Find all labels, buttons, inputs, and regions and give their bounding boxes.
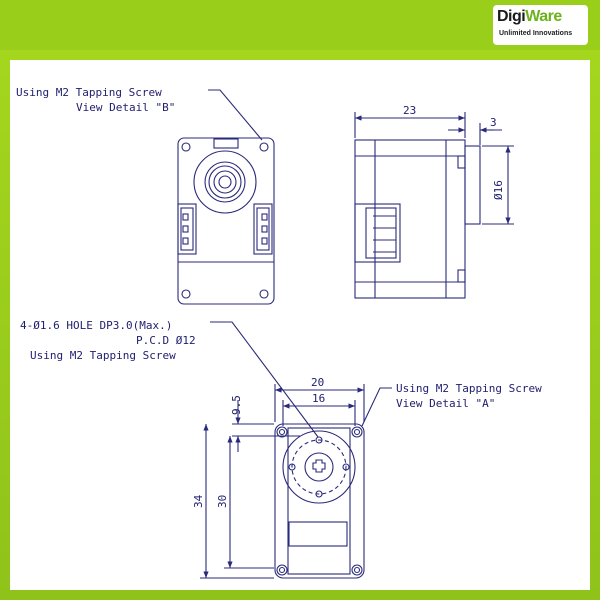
- note-detail-b-line1: Using M2 Tapping Screw: [16, 86, 162, 99]
- pcd-hole: [315, 436, 323, 444]
- horn-outer: [193, 150, 257, 214]
- bottom-view: [200, 384, 365, 579]
- brand-logo: DigiWare Unlimited Innovations: [493, 5, 588, 45]
- mount-hole: [276, 564, 288, 576]
- side-connector: [354, 203, 401, 263]
- pcd-circle: [291, 439, 347, 495]
- pcd-hole: [315, 490, 323, 498]
- mount-hole: [181, 142, 191, 152]
- label-plate: [288, 521, 348, 547]
- side-view-body: [354, 139, 466, 299]
- drawing-sheet: [10, 60, 590, 590]
- cross-spline: [312, 459, 326, 473]
- dim-height-inner: 30: [216, 495, 229, 508]
- leader-hole: [210, 321, 319, 438]
- horn-ring: [204, 161, 246, 203]
- top-view-tab: [213, 138, 239, 149]
- dim-side-width: 23: [403, 104, 416, 117]
- note-detail-a-line1: Using M2 Tapping Screw: [396, 382, 542, 395]
- dim-horn-thickness: 3: [490, 116, 497, 129]
- bottom-view-body: [274, 423, 365, 579]
- dim-horn-diameter: Ø16: [492, 180, 505, 200]
- pcd-hole: [342, 463, 350, 471]
- horn-profile: [464, 145, 481, 225]
- pcd-hole: [288, 463, 296, 471]
- mount-hole: [259, 289, 269, 299]
- dim-height-outer: 34: [192, 494, 205, 508]
- dim-offset: 9.5: [230, 395, 243, 415]
- bottom-horn-outer: [282, 430, 356, 504]
- connector-right: [253, 203, 273, 255]
- mount-hole: [259, 142, 269, 152]
- leader-detail-a: [361, 387, 392, 427]
- mount-hole: [181, 289, 191, 299]
- note-hole-line3: Using M2 Tapping Screw: [30, 349, 176, 362]
- note-detail-b-line2: View Detail "B": [76, 101, 175, 114]
- mount-hole: [351, 426, 363, 438]
- leader-detail-b: [208, 89, 263, 141]
- brand-tagline: Unlimited Innovations: [499, 30, 573, 37]
- side-view: [354, 112, 514, 299]
- brand-name: DigiWare: [497, 8, 562, 25]
- note-detail-a-line2: View Detail "A": [396, 397, 495, 410]
- note-hole-line1: 4-Ø1.6 HOLE DP3.0(Max.): [20, 319, 172, 332]
- top-view: [177, 137, 275, 305]
- connector-left: [177, 203, 197, 255]
- note-hole-line2: P.C.D Ø12: [136, 334, 196, 347]
- leader-lines: [208, 89, 392, 438]
- bottom-horn-hub: [304, 452, 334, 482]
- dim-hole-spacing: 16: [312, 392, 325, 405]
- top-view-body: [177, 137, 275, 305]
- mount-hole: [351, 564, 363, 576]
- horn-hub: [213, 170, 237, 194]
- dim-bottom-width: 20: [311, 376, 324, 389]
- mount-hole: [276, 426, 288, 438]
